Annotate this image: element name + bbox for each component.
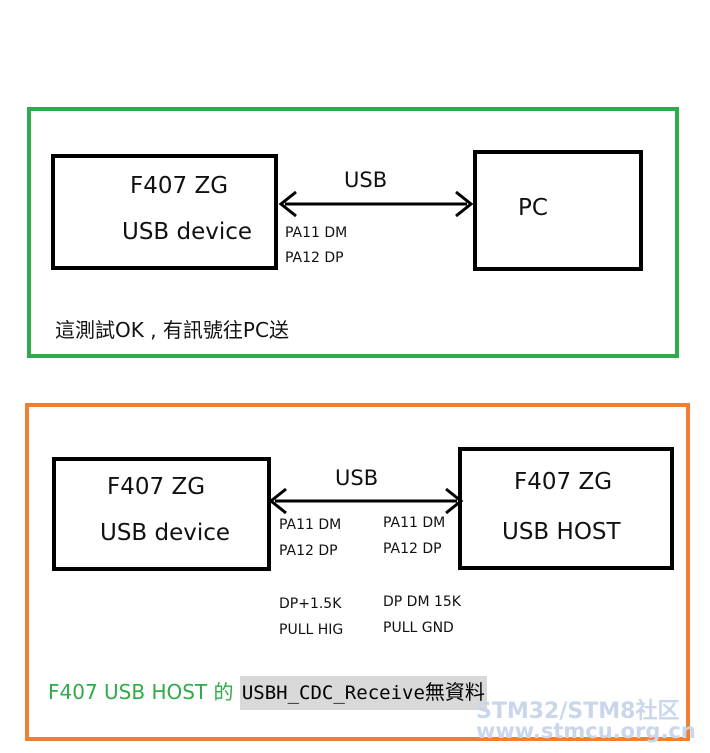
bottom-left-pin-dm: PA11 DM — [279, 517, 342, 533]
bottom-caption-prefix: F407 USB HOST 的 — [48, 680, 240, 704]
bottom-device-role-label: USB device — [100, 520, 231, 546]
left-pullup-label: PULL HIG — [279, 622, 344, 638]
bottom-panel — [25, 403, 690, 741]
watermark-line1: STM32/STM8社区 — [476, 699, 680, 724]
top-device-role-label: USB device — [122, 219, 253, 245]
bottom-usb-link-label: USB — [335, 466, 379, 490]
top-panel — [27, 107, 679, 358]
bottom-right-pin-dm: PA11 DM — [383, 515, 446, 531]
top-pin-dp: PA12 DP — [285, 250, 344, 266]
code-function-name: USBH_CDC_Receive — [241, 682, 425, 704]
bottom-right-pin-dp: PA12 DP — [383, 541, 442, 557]
right-pulldown-label: PULL GND — [383, 620, 454, 636]
pc-label: PC — [518, 195, 548, 221]
right-pulldown-value: DP DM 15K — [383, 594, 461, 610]
bottom-usb-device-box — [52, 457, 271, 571]
host-role-label: USB HOST — [502, 519, 621, 545]
top-usb-link-label: USB — [344, 168, 388, 192]
bottom-device-model-label: F407 ZG — [107, 474, 206, 500]
bottom-caption: F407 USB HOST 的 USBH_CDC_Receive無資料 — [48, 676, 487, 710]
top-usb-device-box — [51, 154, 278, 270]
top-device-model-label: F407 ZG — [130, 173, 229, 199]
host-model-label: F407 ZG — [514, 469, 613, 495]
usb-host-box — [458, 447, 674, 570]
left-pullup-value: DP+1.5K — [279, 596, 342, 612]
bottom-caption-code: USBH_CDC_Receive無資料 — [239, 676, 487, 710]
pc-box — [473, 150, 643, 271]
top-pin-dm: PA11 DM — [285, 225, 348, 241]
top-caption: 這測試OK , 有訊號往PC送 — [55, 318, 289, 342]
bottom-caption-suffix: 無資料 — [424, 680, 485, 704]
bottom-left-pin-dp: PA12 DP — [279, 543, 338, 559]
watermark-line2: www.stmcu.org.cn — [476, 719, 696, 743]
